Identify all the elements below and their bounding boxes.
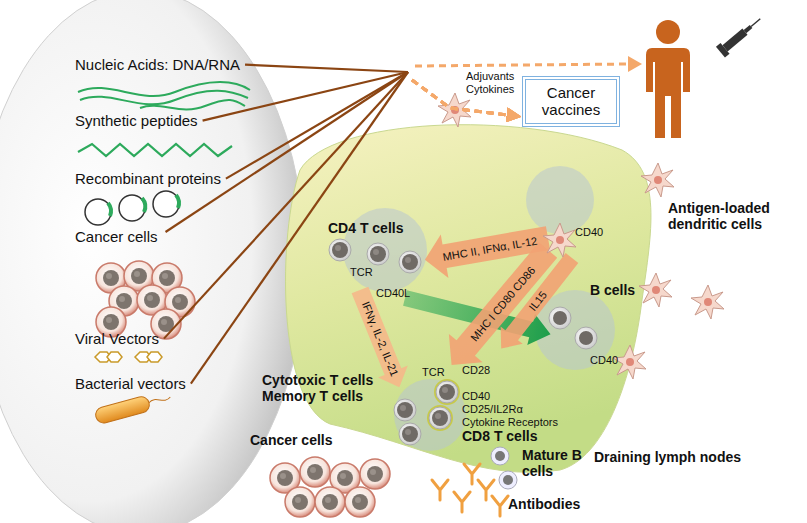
node-text: Cancer vaccines: [534, 84, 608, 119]
node-text: Viral Vectors: [75, 330, 159, 347]
label: TCR: [422, 366, 445, 379]
label: CD4 T cells: [328, 220, 403, 236]
source-item: Viral Vectors: [75, 330, 159, 347]
label: CD28: [462, 364, 490, 377]
source-item: Recombinant proteins: [75, 170, 221, 187]
source-item: Cancer cells: [75, 228, 158, 245]
label: B cells: [590, 282, 635, 298]
label: CD40: [462, 390, 490, 403]
source-item: Synthetic peptides: [75, 112, 198, 129]
node-text: Nucleic Acids: DNA/RNA: [75, 56, 240, 73]
label: CD25/IL2Rα: [462, 403, 523, 416]
source-item: Nucleic Acids: DNA/RNA: [75, 56, 240, 73]
connector: [166, 72, 520, 232]
label: Cancer cells: [250, 432, 333, 448]
node-text: Synthetic peptides: [75, 112, 198, 129]
node-text: Cancer cells: [75, 228, 158, 245]
label: CD40: [590, 354, 618, 367]
label: Antigen-loaded dendritic cells: [668, 200, 790, 232]
label: Cytokine Receptors: [462, 416, 558, 429]
label: Mature B cells: [522, 447, 584, 479]
label: Cytotoxic T cells Memory T cells: [262, 372, 387, 404]
label: TCR: [350, 266, 373, 279]
label: CD40: [575, 226, 603, 239]
source-item: Bacterial vectors: [75, 375, 186, 392]
node-text: Recombinant proteins: [75, 170, 221, 187]
label: CD40L: [376, 287, 410, 300]
label: Antibodies: [508, 496, 580, 512]
label: Draining lymph nodes: [594, 449, 741, 465]
connector: [164, 72, 520, 339]
node-text: Bacterial vectors: [75, 375, 186, 392]
vaccine-box: Cancer vaccines: [522, 76, 620, 127]
label: CD8 T cells: [462, 428, 537, 444]
label: Adjuvants Cytokines: [466, 70, 522, 95]
